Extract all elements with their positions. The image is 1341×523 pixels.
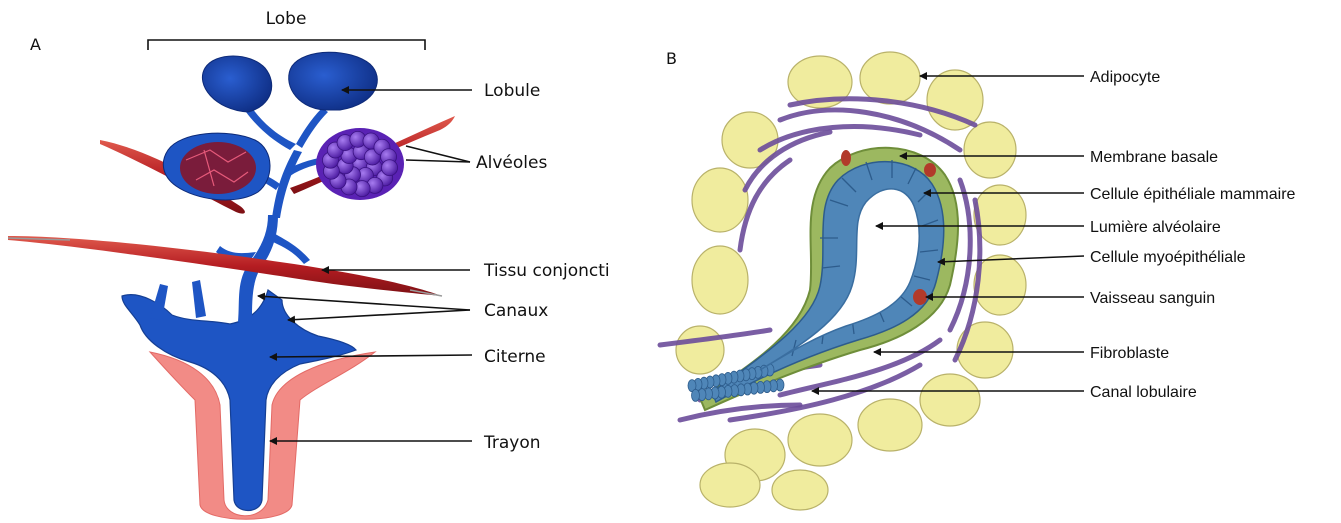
lobe-label: Lobe [266, 9, 307, 29]
label-adipocyte: Adipocyte [1090, 69, 1160, 86]
label-fibroblaste: Fibroblaste [1090, 345, 1169, 362]
duct-stub [192, 280, 206, 318]
lobule-top-right [289, 52, 378, 110]
adipocyte-cell [858, 399, 922, 451]
lobe-bracket [148, 40, 425, 50]
lobule-cut-interior [180, 142, 256, 194]
label-tissu-conjonctif: Tissu conjoncti [483, 261, 610, 281]
panel-a: A Lobe [8, 9, 610, 519]
adipocyte-cell [772, 470, 828, 510]
label-membrane-basale: Membrane basale [1090, 149, 1218, 166]
panel-b-letter: B [666, 49, 677, 68]
label-alveoles: Alvéoles [476, 153, 547, 173]
adipocyte-cell [676, 326, 724, 374]
adipocyte-cell [920, 374, 980, 426]
alveolus [382, 160, 398, 176]
duct-branch [296, 108, 328, 148]
arrow-canaux-2 [288, 310, 470, 320]
adipocyte-cell [692, 168, 748, 232]
label-citerne: Citerne [484, 347, 546, 367]
label-vaisseau-sanguin: Vaisseau sanguin [1090, 290, 1215, 307]
label-canaux: Canaux [484, 301, 548, 321]
label-lumiere-alveolaire: Lumière alvéolaire [1090, 219, 1221, 236]
blood-vessel [841, 150, 851, 166]
adipocyte-cell [927, 70, 983, 130]
lobule-top-left [202, 56, 271, 112]
label-cellule-epitheliale: Cellule épithéliale mammaire [1090, 186, 1296, 203]
label-trayon: Trayon [483, 433, 541, 453]
blood-vessel [924, 163, 936, 177]
connective-tissue-muscle [8, 236, 442, 296]
adipocyte-cell [964, 122, 1016, 178]
arrow-canaux-1 [258, 296, 470, 310]
cistern-shape [122, 290, 356, 511]
label-canal-lobulaire: Canal lobulaire [1090, 384, 1197, 401]
adipocyte-cell [788, 414, 852, 466]
panel-a-letter: A [30, 35, 41, 54]
panel-b: B Adipocyte Membrane basale Cellule épit… [660, 49, 1296, 510]
adipocyte-cell [860, 52, 920, 104]
duct-cell [692, 389, 700, 401]
label-lobule: Lobule [484, 81, 540, 101]
blood-vessel [913, 289, 927, 305]
adipocyte-cell [700, 463, 760, 507]
label-cellule-myoepitheliale: Cellule myoépithéliale [1090, 249, 1246, 266]
adipocyte-cell [692, 246, 748, 314]
